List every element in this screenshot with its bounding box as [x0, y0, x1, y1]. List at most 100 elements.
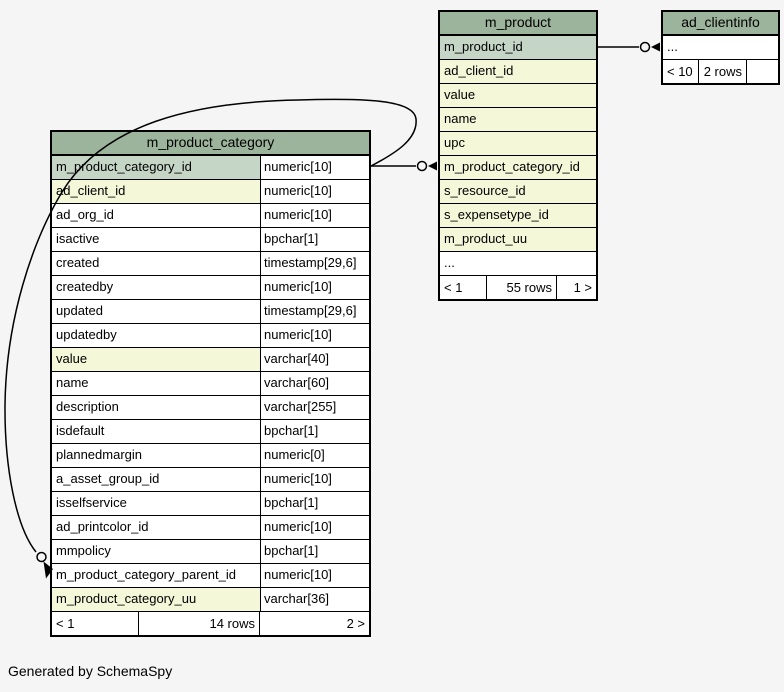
column-type: bpchar[1] [260, 228, 369, 251]
fk-connector-ad_clientinfo-to-m_product [598, 41, 660, 53]
column-row-m_product_category_uu[interactable]: m_product_category_uu varchar[36] [52, 587, 369, 611]
column-row-createdby[interactable]: createdby numeric[10] [52, 275, 369, 299]
table-m_product_category[interactable]: m_product_category m_product_category_id… [50, 130, 371, 637]
column-name: m_product_uu [444, 231, 528, 246]
column-row-[interactable]: ... [440, 251, 596, 275]
column-name: a_asset_group_id [56, 471, 160, 486]
column-name: updatedby [56, 327, 117, 342]
table-title-m_product[interactable]: m_product [440, 12, 596, 36]
column-type: bpchar[1] [260, 492, 369, 515]
column-type: numeric[10] [260, 156, 369, 179]
column-name: ad_org_id [56, 207, 114, 222]
hidden-parents-count: < 1 [444, 280, 463, 295]
column-row-m_product_category_id[interactable]: m_product_category_id numeric[10] [52, 156, 369, 179]
column-row-a_asset_group_id[interactable]: a_asset_group_id numeric[10] [52, 467, 369, 491]
column-type: numeric[10] [260, 564, 369, 587]
column-name: s_expensetype_id [444, 207, 549, 222]
arrowhead-icon [651, 42, 660, 52]
table-ad_clientinfo[interactable]: ad_clientinfo ... < 10 2 rows [661, 10, 780, 85]
generated-by-note: Generated by SchemaSpy [8, 663, 173, 679]
column-type: varchar[255] [260, 396, 369, 419]
column-name: m_product_category_id [444, 159, 580, 174]
column-name: description [56, 399, 119, 414]
column-type: timestamp[29,6] [260, 300, 369, 323]
column-row-mmpolicy[interactable]: mmpolicy bpchar[1] [52, 539, 369, 563]
column-name: name [56, 375, 89, 390]
table-footer: < 1 14 rows 2 > [52, 611, 369, 635]
column-name: ad_client_id [444, 63, 514, 78]
column-type: numeric[10] [260, 468, 369, 491]
column-type: varchar[60] [260, 372, 369, 395]
column-row-isactive[interactable]: isactive bpchar[1] [52, 227, 369, 251]
column-type: bpchar[1] [260, 540, 369, 563]
column-name: m_product_id [444, 39, 523, 54]
column-row-m_product_category_id[interactable]: m_product_category_id [440, 155, 596, 179]
column-row-isdefault[interactable]: isdefault bpchar[1] [52, 419, 369, 443]
column-row-isselfservice[interactable]: isselfservice bpchar[1] [52, 491, 369, 515]
column-name: ad_printcolor_id [56, 519, 149, 534]
column-name: isactive [56, 231, 100, 246]
column-type: numeric[0] [260, 444, 369, 467]
column-row-[interactable]: ... [663, 36, 778, 59]
column-row-s_expensetype_id[interactable]: s_expensetype_id [440, 203, 596, 227]
column-row-plannedmargin[interactable]: plannedmargin numeric[0] [52, 443, 369, 467]
column-name: ... [444, 255, 455, 270]
column-name: m_product_category_id [56, 159, 192, 174]
column-row-s_resource_id[interactable]: s_resource_id [440, 179, 596, 203]
column-row-updatedby[interactable]: updatedby numeric[10] [52, 323, 369, 347]
column-type: numeric[10] [260, 204, 369, 227]
hidden-children-count: 1 > [556, 276, 596, 299]
hidden-children-count: 2 > [259, 612, 369, 635]
column-row-m_product_category_parent_id[interactable]: m_product_category_parent_id numeric[10] [52, 563, 369, 587]
column-type: timestamp[29,6] [260, 252, 369, 275]
row-count: 2 rows [698, 60, 746, 83]
column-type: numeric[10] [260, 276, 369, 299]
column-row-description[interactable]: description varchar[255] [52, 395, 369, 419]
column-row-value[interactable]: value [440, 83, 596, 107]
hidden-parents-count: < 10 [667, 64, 693, 79]
table-footer: < 10 2 rows [663, 59, 778, 83]
column-name: m_product_category_parent_id [56, 567, 236, 582]
column-row-ad_org_id[interactable]: ad_org_id numeric[10] [52, 203, 369, 227]
column-list: ... [663, 36, 778, 59]
column-type: numeric[10] [260, 516, 369, 539]
column-type: varchar[36] [260, 588, 369, 611]
column-name: mmpolicy [56, 543, 111, 558]
row-count: 55 rows [486, 276, 556, 299]
column-name: isdefault [56, 423, 105, 438]
column-row-updated[interactable]: updated timestamp[29,6] [52, 299, 369, 323]
column-name: plannedmargin [56, 447, 143, 462]
hidden-children-count [746, 60, 778, 83]
table-title-ad_clientinfo[interactable]: ad_clientinfo [663, 12, 778, 36]
column-row-name[interactable]: name [440, 107, 596, 131]
column-name: upc [444, 135, 465, 150]
column-row-ad_printcolor_id[interactable]: ad_printcolor_id numeric[10] [52, 515, 369, 539]
column-type: numeric[10] [260, 324, 369, 347]
hidden-parents-count: < 1 [56, 616, 75, 631]
column-row-upc[interactable]: upc [440, 131, 596, 155]
column-row-m_product_uu[interactable]: m_product_uu [440, 227, 596, 251]
column-name: isselfservice [56, 495, 127, 510]
table-title-m_product_category[interactable]: m_product_category [52, 132, 369, 156]
column-type: bpchar[1] [260, 420, 369, 443]
column-name: updated [56, 303, 103, 318]
column-name: ad_client_id [56, 183, 126, 198]
table-footer: < 1 55 rows 1 > [440, 275, 596, 299]
row-count: 14 rows [138, 612, 259, 635]
column-name: value [444, 87, 476, 102]
column-name: createdby [56, 279, 114, 294]
column-row-ad_client_id[interactable]: ad_client_id [440, 59, 596, 83]
fk-connector-m_product-to-m_product_category [371, 160, 437, 172]
column-name: s_resource_id [444, 183, 526, 198]
column-name: value [56, 351, 88, 366]
column-name: ... [667, 39, 678, 54]
column-name: m_product_category_uu [56, 591, 197, 606]
column-row-name[interactable]: name varchar[60] [52, 371, 369, 395]
column-row-m_product_id[interactable]: m_product_id [440, 36, 596, 59]
